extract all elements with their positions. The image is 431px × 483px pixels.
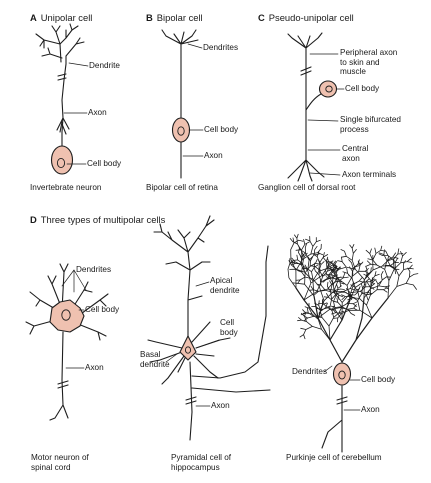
purkinje-cell-body xyxy=(332,362,352,386)
pseudo-cell-body-label: Cell body xyxy=(345,84,380,93)
purkinje-axon-break xyxy=(336,396,348,405)
motor-axon xyxy=(49,331,69,421)
bipolar-dendrites-label: Dendrites xyxy=(203,43,239,52)
pseudo-leader-lines xyxy=(307,53,345,176)
unipolar-neuron xyxy=(35,23,85,149)
unipolar-axon-break xyxy=(57,73,67,81)
motor-leader-lines xyxy=(61,269,87,369)
pseudo-unipolar-neuron xyxy=(287,32,325,182)
pseudo-cell-body xyxy=(318,80,338,98)
pyramidal-basal-label: Basal dendrite xyxy=(140,350,170,369)
bipolar-nucleus xyxy=(177,126,185,136)
pseudo-peripheral-axon-label: Peripheral axon to skin and muscle xyxy=(340,48,398,76)
unipolar-axon xyxy=(59,43,67,149)
pyramidal-axon xyxy=(189,245,271,441)
unipolar-caption: Invertebrate neuron xyxy=(30,183,102,192)
purkinje-axon xyxy=(321,385,343,453)
pyramidal-axon-label: Axon xyxy=(211,401,230,410)
pseudo-cell-stalk xyxy=(305,93,322,111)
unipolar-axon-label: Axon xyxy=(88,108,107,117)
bipolar-axon-label: Axon xyxy=(204,151,223,160)
pyramidal-nucleus xyxy=(184,346,192,354)
motor-cell-body-label: Cell body xyxy=(85,305,120,314)
purkinje-axon-label: Axon xyxy=(361,405,380,414)
bipolar-caption: Bipolar cell of retina xyxy=(146,183,218,192)
pyramidal-caption: Pyramidal cell of hippocampus xyxy=(171,453,232,472)
motor-caption: Motor neuron of spinal cord xyxy=(31,453,89,472)
purkinje-dendrites-label: Dendrites xyxy=(292,367,328,376)
pyramidal-apical-label: Apical dendrite xyxy=(210,276,240,295)
pseudo-process-label: Single bifurcated process xyxy=(340,115,401,134)
bipolar-cell-body-label: Cell body xyxy=(204,125,239,134)
bipolar-dendrites xyxy=(161,29,199,59)
pyramidal-apical-dendrite xyxy=(153,215,215,343)
pseudo-peripheral-branches xyxy=(287,32,323,49)
pseudo-caption: Ganglion cell of dorsal root xyxy=(258,183,356,192)
unipolar-leader-lines xyxy=(63,62,89,165)
pseudo-axon-terminals-label: Axon terminals xyxy=(342,170,397,179)
pyramidal-cell-body-label: Cell body xyxy=(220,318,238,337)
pyramidal-axon-break xyxy=(185,396,197,405)
motor-axon-break xyxy=(57,380,69,389)
pseudo-axon-break xyxy=(300,66,312,76)
purkinje-dendritic-tree xyxy=(287,233,419,341)
unipolar-dendrite-tree xyxy=(35,23,85,59)
pseudo-axon-terminals xyxy=(287,159,325,182)
bipolar-leader-lines xyxy=(182,43,204,157)
purkinje-caption: Purkinje cell of cerebellum xyxy=(286,453,382,462)
purkinje-nucleus xyxy=(338,370,346,380)
motor-dendrites xyxy=(25,263,109,341)
unipolar-collaterals xyxy=(56,117,70,135)
pseudo-nucleus xyxy=(325,85,333,93)
purkinje-leader-lines xyxy=(323,365,361,411)
purkinje-primary-dendrites xyxy=(295,287,389,363)
purkinje-cell-body-label: Cell body xyxy=(361,375,396,384)
motor-axon-label: Axon xyxy=(85,363,104,372)
pseudo-central-axon-label: Central axon xyxy=(342,144,369,163)
motor-nucleus xyxy=(61,309,71,321)
unipolar-cell-body xyxy=(50,145,74,175)
pyramidal-cell-body xyxy=(179,335,197,361)
unipolar-dendrite-label: Dendrite xyxy=(89,61,120,70)
motor-dendrites-label: Dendrites xyxy=(76,265,112,274)
motor-cell-body xyxy=(49,299,85,333)
pyramidal-leader-lines xyxy=(165,281,220,407)
bipolar-cell-body xyxy=(171,117,191,143)
unipolar-nucleus xyxy=(56,157,66,169)
purkinje-neuron xyxy=(287,233,419,453)
bipolar-neuron xyxy=(161,29,199,179)
unipolar-cell-body-label: Cell body xyxy=(87,159,122,168)
pyramidal-neuron xyxy=(147,215,271,441)
motor-neuron xyxy=(25,263,109,421)
